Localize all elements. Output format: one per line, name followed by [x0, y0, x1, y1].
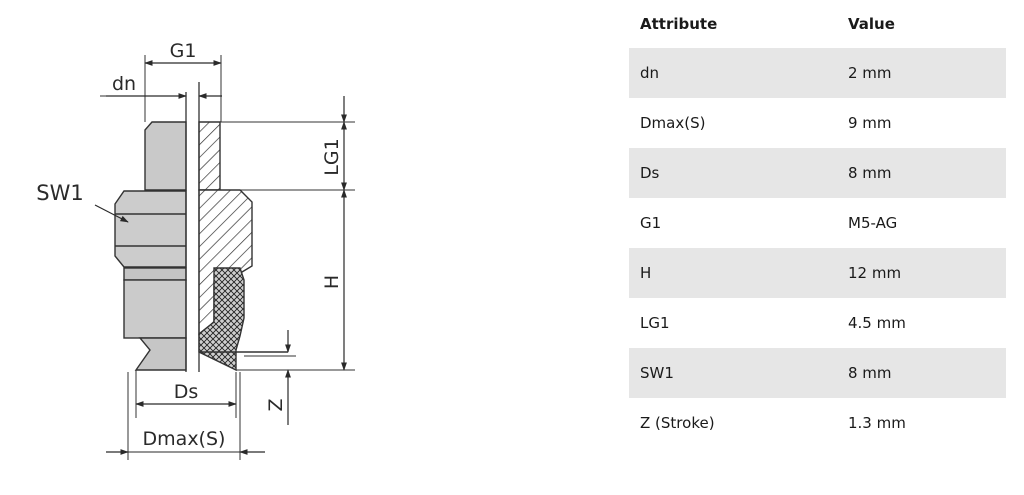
table-header-row: Attribute Value — [629, 0, 1006, 48]
row-value: 1.3 mm — [848, 414, 906, 432]
bore-lines — [185, 82, 200, 372]
row-attribute: H — [629, 248, 837, 298]
table-row: LG1 4.5 mm — [629, 298, 1006, 348]
hex-nut — [114, 190, 187, 268]
label-dn: dn — [112, 73, 136, 95]
row-value: 8 mm — [837, 148, 1006, 198]
fitting-exterior — [114, 121, 187, 371]
table-row: Ds 8 mm — [629, 148, 1006, 198]
dimension-lines — [94, 60, 347, 455]
cup-section-cut — [198, 267, 245, 372]
row-attribute: Dmax(S) — [640, 114, 706, 132]
label-ds: Ds — [174, 381, 199, 403]
header-value: Value — [848, 15, 895, 33]
label-sw1: SW1 — [36, 181, 83, 205]
label-h: H — [321, 275, 343, 289]
thread-section — [144, 121, 187, 191]
label-z: Z — [265, 398, 287, 411]
row-attribute: G1 — [640, 214, 662, 232]
attribute-table: Attribute Value dn 2 mm Dmax(S) 9 mm Ds … — [629, 0, 1006, 448]
suction-cup — [134, 337, 187, 371]
row-attribute: LG1 — [640, 314, 670, 332]
row-attribute: Ds — [629, 148, 837, 198]
fitting-section — [198, 121, 288, 372]
row-value: 2 mm — [837, 48, 1006, 98]
table-row: Z (Stroke) 1.3 mm — [629, 398, 1006, 448]
shaft — [123, 279, 187, 339]
table-row: SW1 8 mm — [629, 348, 1006, 398]
row-value: 8 mm — [837, 348, 1006, 398]
label-g1: G1 — [170, 40, 197, 62]
row-value: M5-AG — [848, 214, 898, 232]
header-attribute: Attribute — [640, 15, 718, 33]
table-row: G1 M5-AG — [629, 198, 1006, 248]
neck — [123, 267, 187, 281]
technical-drawing: G1 dn SW1 LG1 H Ds Z Dmax(S) — [36, 40, 355, 460]
table-row: dn 2 mm — [629, 48, 1006, 98]
row-attribute: Z (Stroke) — [640, 414, 715, 432]
table-row: H 12 mm — [629, 248, 1006, 298]
sw1-leader — [94, 204, 129, 223]
table-row: Dmax(S) 9 mm — [629, 98, 1006, 148]
row-attribute: dn — [629, 48, 837, 98]
row-attribute: SW1 — [629, 348, 837, 398]
label-dmax: Dmax(S) — [143, 428, 226, 450]
row-value: 4.5 mm — [848, 314, 906, 332]
row-value: 12 mm — [837, 248, 1006, 298]
label-lg1: LG1 — [321, 138, 343, 175]
thread-section-cut — [198, 121, 221, 191]
row-value: 9 mm — [848, 114, 892, 132]
